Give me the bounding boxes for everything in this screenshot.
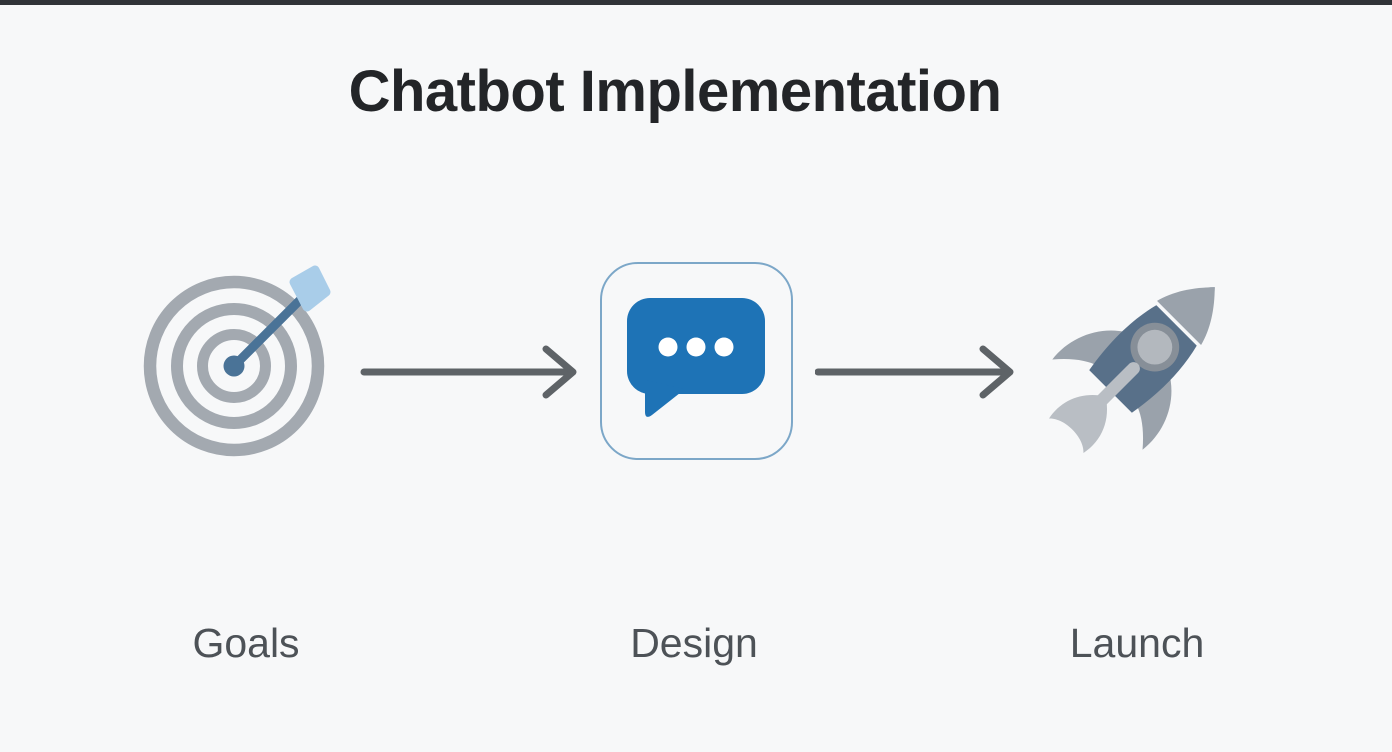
chat-bubble-icon bbox=[627, 298, 765, 417]
target-icon bbox=[143, 265, 331, 457]
arrow-right-icon bbox=[815, 345, 1014, 399]
rocket-icon bbox=[1049, 287, 1215, 453]
stage-goals bbox=[129, 261, 339, 471]
stage-design bbox=[600, 262, 793, 460]
arrow-right-icon bbox=[360, 345, 577, 399]
stage-label-goals: Goals bbox=[192, 620, 300, 666]
top-edge-strip bbox=[0, 0, 1392, 5]
diagram-title: Chatbot Implementation bbox=[348, 59, 1002, 124]
stage-label-design: Design bbox=[630, 620, 758, 666]
stage-label-launch: Launch bbox=[1069, 620, 1205, 666]
stage-launch bbox=[1030, 242, 1260, 472]
